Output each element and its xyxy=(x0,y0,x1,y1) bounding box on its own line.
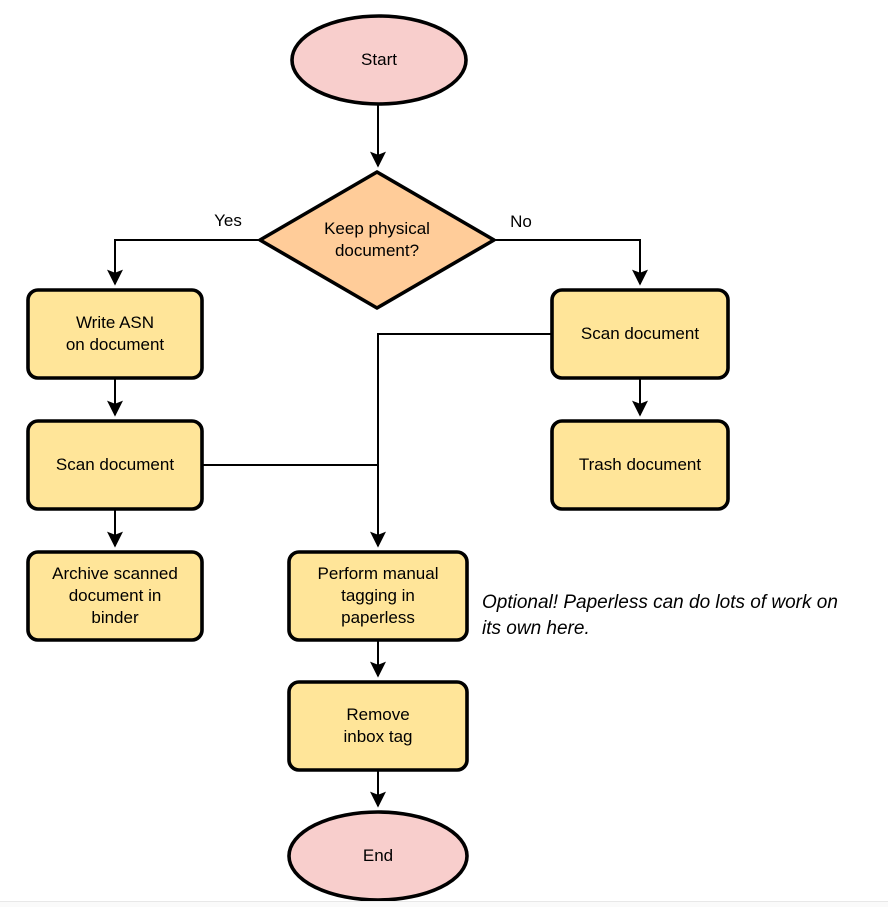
page-bottom-divider xyxy=(0,901,888,907)
yes-edge-label: Yes xyxy=(214,211,242,230)
scan-right-node-shape xyxy=(550,288,730,380)
edge-scan-right-to-tagging xyxy=(370,333,552,548)
decision-node-shape xyxy=(258,170,496,310)
end-node-shape xyxy=(287,810,469,902)
start-node-shape xyxy=(290,14,468,106)
edge-decision-no-to-scan-right xyxy=(492,239,648,286)
edge-decision-yes-to-write-asn xyxy=(107,239,262,286)
trash-node-shape xyxy=(550,419,730,511)
write-asn-node-shape xyxy=(26,288,204,380)
remove-inbox-node-shape xyxy=(287,680,469,772)
archive-node-shape xyxy=(26,550,204,642)
no-edge-label: No xyxy=(510,212,532,231)
optional-annotation-text: Optional! Paperless can do lots of work … xyxy=(482,592,838,639)
scan-left-node-shape xyxy=(26,419,204,511)
tagging-node-shape xyxy=(287,550,469,642)
